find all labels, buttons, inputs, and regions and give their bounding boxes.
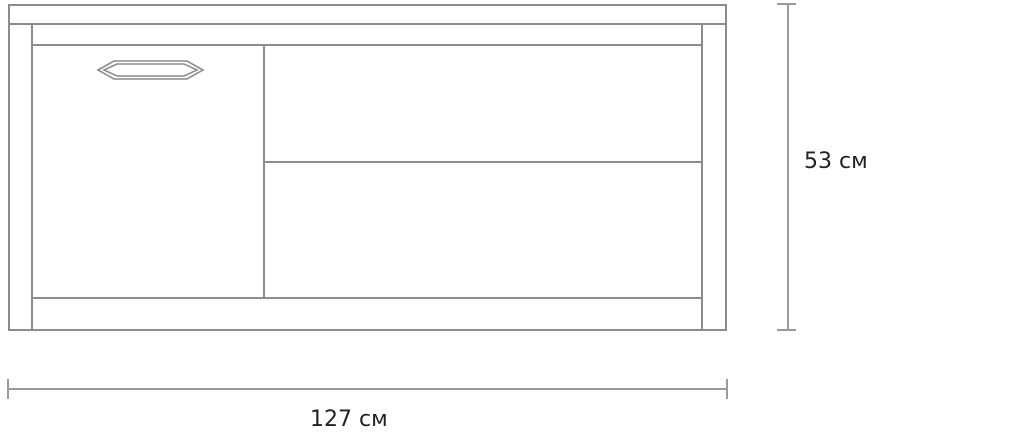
door-handle [96, 60, 205, 80]
width-label: 127 см [310, 407, 388, 432]
top-board [8, 4, 727, 25]
height-label: 53 см [804, 149, 868, 174]
height-dimension-line [777, 3, 796, 331]
cabinet-body [8, 23, 727, 331]
cabinet [8, 4, 727, 331]
width-dimension-line [7, 379, 728, 399]
